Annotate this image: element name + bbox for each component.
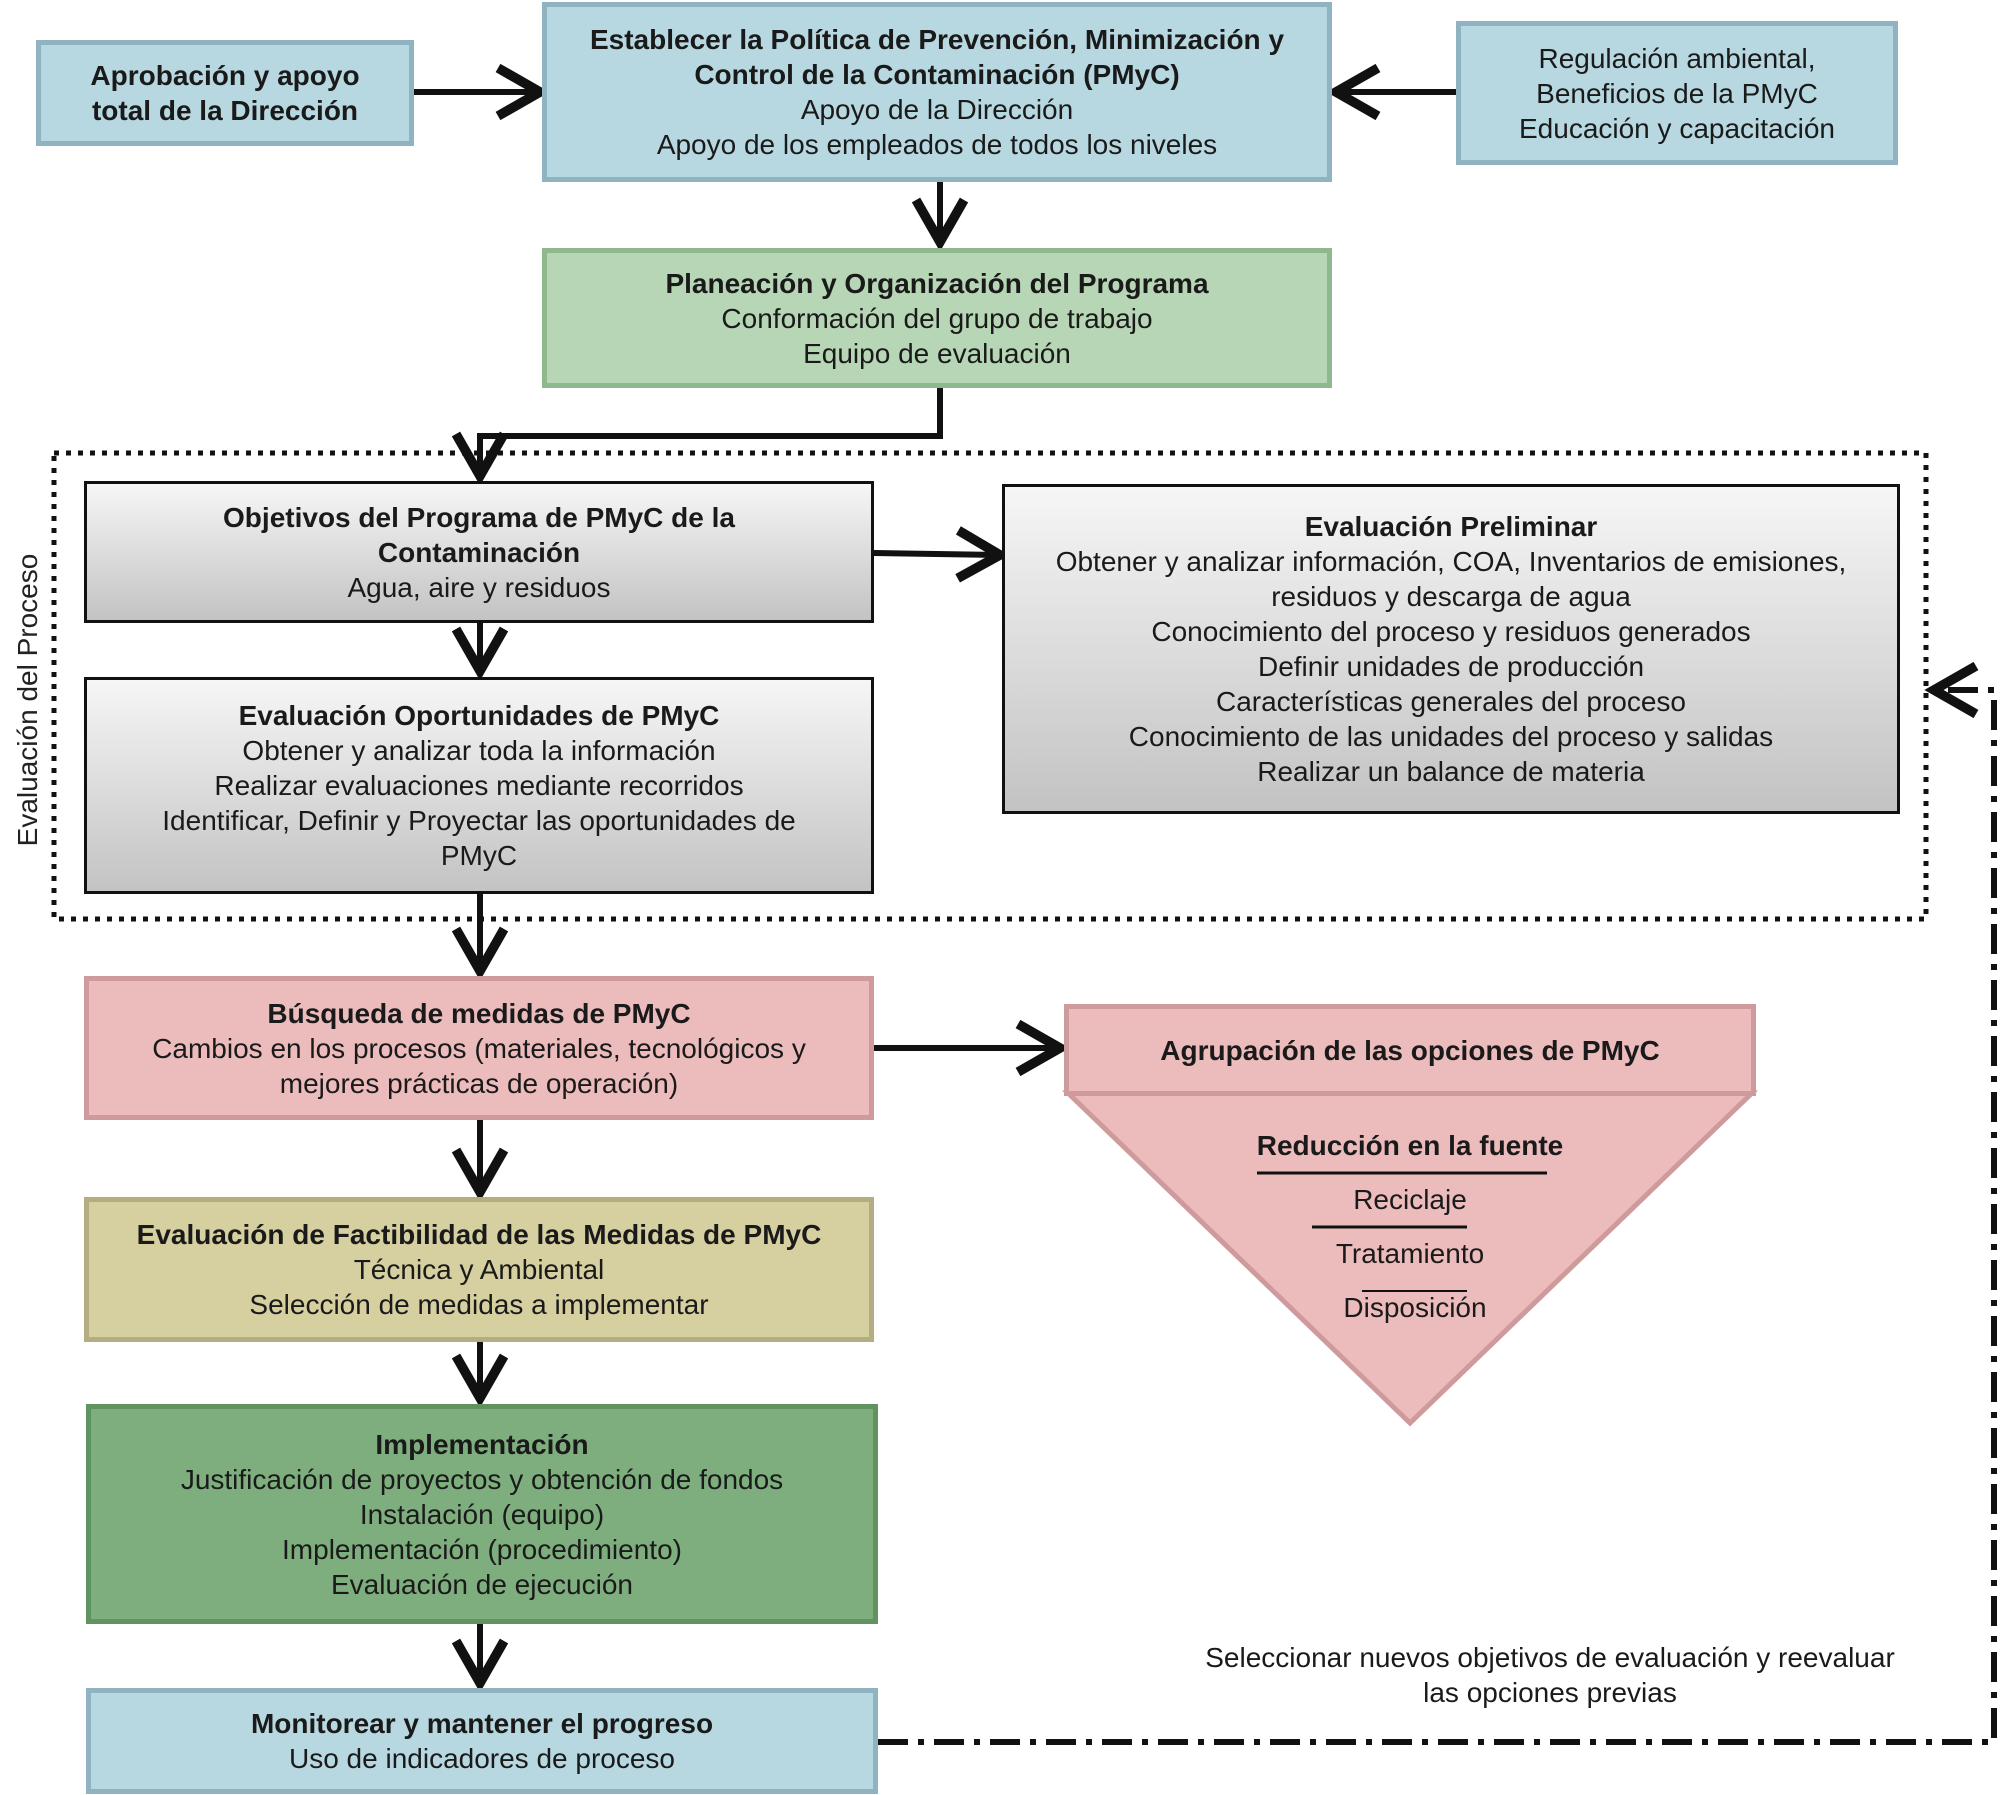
hierarchy-level-recycling: Reciclaje — [1353, 1184, 1467, 1215]
eval-oportunidades-line: Identificar, Definir y Proyectar las opo… — [162, 805, 796, 836]
agrupacion-box: Agrupación de las opciones de PMyC — [1064, 1004, 1756, 1096]
busqueda-box: Búsqueda de medidas de PMyC Cambios en l… — [84, 976, 874, 1120]
eval-preliminar-line: Realizar un balance de materia — [1257, 756, 1645, 787]
feedback-note-line: Seleccionar nuevos objetivos de evaluaci… — [1205, 1642, 1895, 1673]
busqueda-line: mejores prácticas de operación) — [279, 1067, 679, 1099]
planeacion-title: Planeación y Organización del Programa — [665, 267, 1209, 299]
eval-preliminar-line: Obtener y analizar información, COA, Inv… — [1055, 546, 1847, 577]
monitorear-line: Uso de indicadores de proceso — [288, 1743, 675, 1774]
objetivos-line: Agua, aire y residuos — [347, 571, 611, 603]
aprobacion-line: total de la Dirección — [91, 95, 359, 126]
planeacion-box: Planeación y Organización del Programa C… — [542, 248, 1332, 388]
politica-line: Apoyo de los empleados de todos los nive… — [656, 129, 1218, 160]
politica-title-line: Control de la Contaminación (PMyC) — [694, 59, 1180, 90]
busqueda-title: Búsqueda de medidas de PMyC — [267, 997, 691, 1029]
eval-preliminar-line: Características generales del proceso — [1215, 686, 1686, 717]
monitorear-box: Monitorear y mantener el progreso Uso de… — [86, 1688, 878, 1794]
regulacion-line: Regulación ambiental, — [1538, 42, 1816, 74]
feedback-note-line: las opciones previas — [1423, 1677, 1677, 1708]
aprobacion-box: Aprobación y apoyo total de la Dirección — [36, 40, 414, 146]
implementacion-title: Implementación — [375, 1428, 589, 1460]
process-evaluation-label: Evaluación del Proceso — [12, 553, 43, 847]
eval-preliminar-line: Definir unidades de producción — [1257, 651, 1645, 682]
objetivos-title-line: Contaminación — [377, 536, 581, 568]
eval-preliminar-line: Conocimiento del proceso y residuos gene… — [1151, 616, 1751, 647]
implementacion-box: Implementación Justificación de proyecto… — [86, 1404, 878, 1624]
arrow-objetivos-to-preliminar — [873, 526, 1010, 583]
regulacion-line: Beneficios de la PMyC — [1536, 77, 1818, 109]
feedback-loop-line — [878, 661, 1997, 1745]
eval-preliminar-title: Evaluación Preliminar — [1304, 511, 1598, 542]
planeacion-line: Equipo de evaluación — [803, 337, 1071, 369]
hierarchy-level-treatment: Tratamiento — [1335, 1238, 1485, 1269]
agrupacion-title: Agrupación de las opciones de PMyC — [1160, 1034, 1660, 1066]
factibilidad-title: Evaluación de Factibilidad de las Medida… — [136, 1219, 822, 1250]
factibilidad-box: Evaluación de Factibilidad de las Medida… — [84, 1197, 874, 1342]
hierarchy-level-disposal: Disposición — [1343, 1292, 1487, 1323]
eval-oportunidades-line: Obtener y analizar toda la información — [242, 735, 716, 766]
politica-title-line: Establecer la Política de Prevención, Mi… — [589, 24, 1285, 55]
arrow-planeacion-to-objetivos — [451, 388, 943, 486]
factibilidad-line: Técnica y Ambiental — [353, 1254, 605, 1285]
busqueda-line: Cambios en los procesos (materiales, tec… — [152, 1032, 806, 1064]
aprobacion-line: Aprobación y apoyo — [90, 60, 360, 91]
feedback-note: Seleccionar nuevos objetivos de evaluaci… — [1170, 1640, 1930, 1710]
regulacion-line: Educación y capacitación — [1519, 112, 1835, 144]
politica-box: Establecer la Política de Prevención, Mi… — [542, 2, 1332, 182]
eval-preliminar-line: Conocimiento de las unidades del proceso… — [1128, 721, 1774, 752]
monitorear-title: Monitorear y mantener el progreso — [250, 1708, 714, 1739]
politica-line: Apoyo de la Dirección — [800, 94, 1074, 125]
regulacion-box: Regulación ambiental, Beneficios de la P… — [1456, 21, 1898, 165]
planeacion-line: Conformación del grupo de trabajo — [721, 302, 1153, 334]
factibilidad-line: Selección de medidas a implementar — [249, 1289, 709, 1320]
hierarchy-level-source-reduction: Reducción en la fuente — [1256, 1130, 1564, 1161]
eval-preliminar-box: Evaluación Preliminar Obtener y analizar… — [1002, 484, 1900, 814]
implementacion-line: Implementación (procedimiento) — [282, 1533, 682, 1565]
implementacion-line: Instalación (equipo) — [359, 1498, 605, 1530]
eval-preliminar-line: residuos y descarga de agua — [1271, 581, 1631, 612]
objetivos-box: Objetivos del Programa de PMyC de la Con… — [84, 481, 874, 623]
eval-oportunidades-line: PMyC — [440, 840, 518, 871]
implementacion-line: Justificación de proyectos y obtención d… — [180, 1463, 784, 1495]
objetivos-title-line: Objetivos del Programa de PMyC de la — [223, 501, 735, 533]
implementacion-line: Evaluación de ejecución — [331, 1568, 633, 1600]
eval-oportunidades-line: Realizar evaluaciones mediante recorrido… — [214, 770, 744, 801]
eval-oportunidades-box: Evaluación Oportunidades de PMyC Obtener… — [84, 677, 874, 894]
eval-oportunidades-title: Evaluación Oportunidades de PMyC — [238, 700, 720, 731]
